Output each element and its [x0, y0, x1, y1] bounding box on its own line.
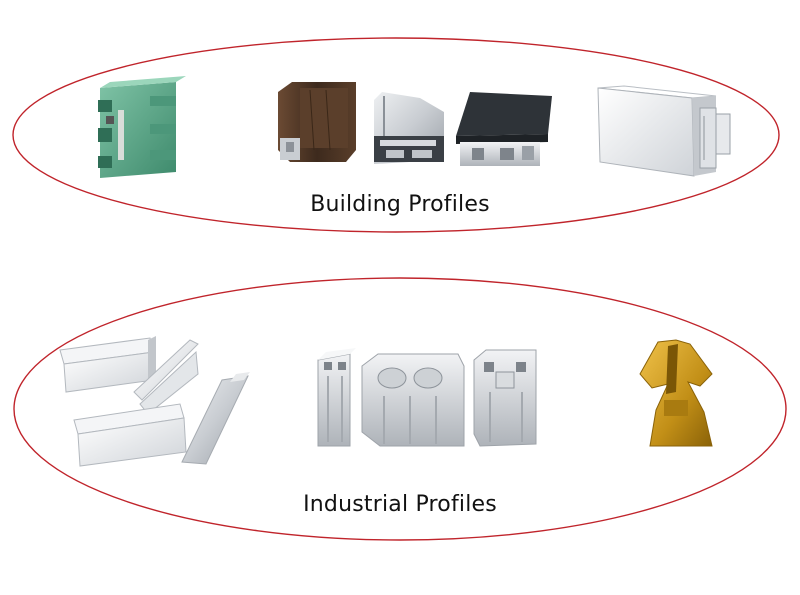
building-group-outline — [12, 37, 780, 233]
industrial-group-outline — [13, 277, 787, 541]
gold-rail-profile — [639, 339, 713, 447]
industrial-profiles-label: Industrial Profiles — [303, 492, 497, 517]
dark-grey-window-profile — [456, 92, 552, 166]
green-window-frame-profile — [98, 76, 186, 178]
t-slot-profile-square — [473, 349, 537, 447]
t-slot-profile-small — [317, 348, 356, 447]
white-channel-profiles — [59, 336, 250, 467]
building-profiles-label: Building Profiles — [310, 192, 490, 217]
woodgrain-sash-profile — [278, 82, 356, 162]
white-rectangular-box-profile — [597, 85, 731, 177]
silver-sash-profile — [374, 92, 444, 164]
t-slot-profile-wide — [361, 353, 465, 447]
